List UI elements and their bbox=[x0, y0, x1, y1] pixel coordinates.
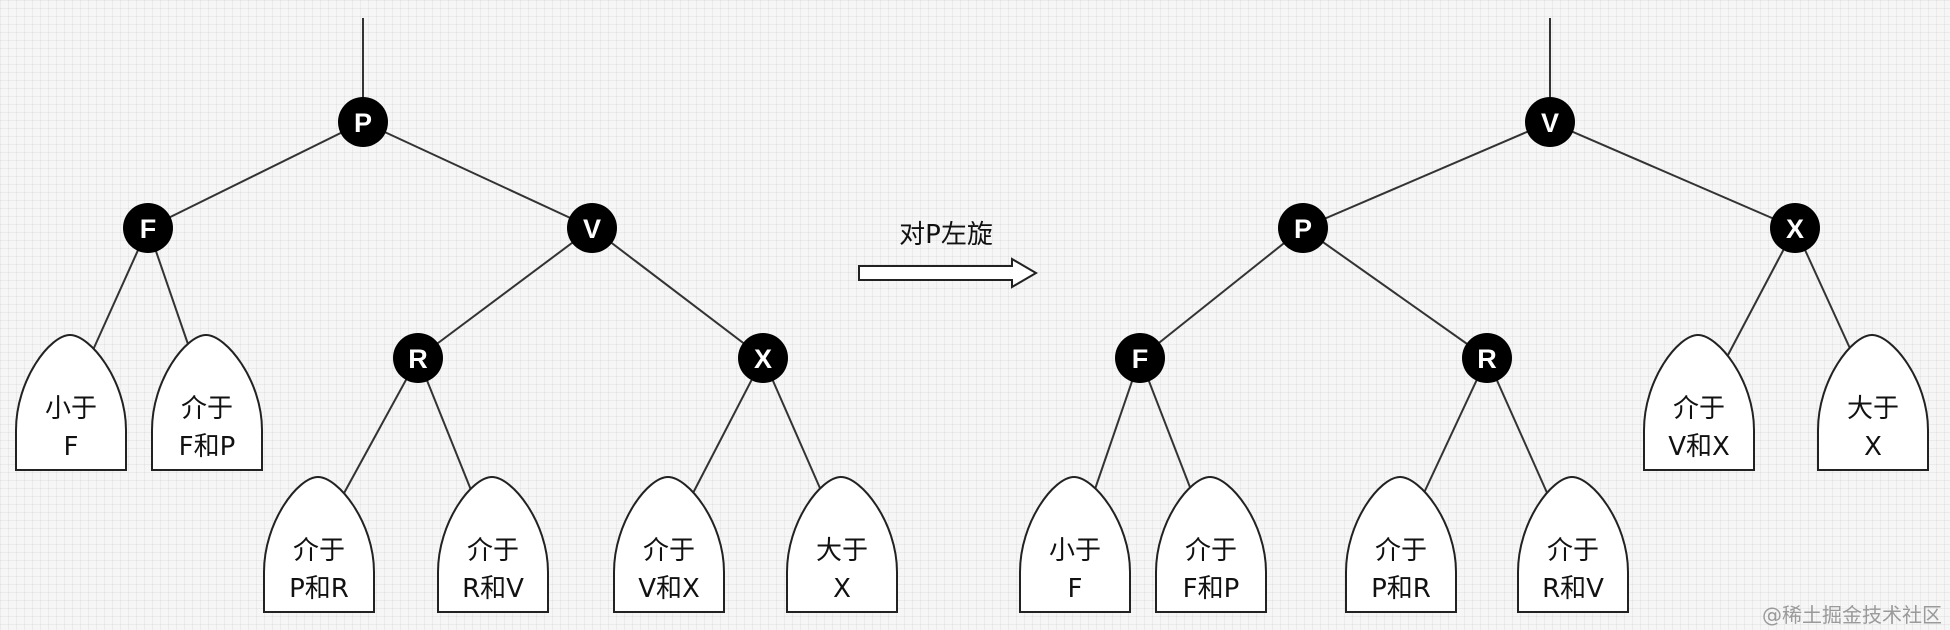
subtree-line2: F和P bbox=[179, 432, 236, 462]
subtree-line1: 介于 bbox=[293, 536, 345, 566]
subtree-line1: 介于 bbox=[1185, 536, 1237, 566]
subtree-p-r: 介于 P和R bbox=[263, 475, 375, 613]
rotation-caption: 对P左旋 bbox=[899, 220, 993, 250]
subtree-line2: X bbox=[1864, 432, 1882, 462]
edge-r-p-r bbox=[342, 357, 419, 496]
edge-r-p-r bbox=[1422, 357, 1488, 496]
node-label: V bbox=[583, 214, 601, 244]
tree-before: 小于 F 介于 F和P 介于 P和R 介于 R和V 介于 V和X 大于 X bbox=[15, 18, 898, 613]
watermark: @稀土掘金技术社区 bbox=[1762, 603, 1942, 627]
subtree-line2: R和V bbox=[1542, 574, 1604, 604]
edge-p-r bbox=[1302, 227, 1488, 359]
right-arrow-icon bbox=[858, 257, 1038, 289]
node-p: P bbox=[338, 97, 388, 147]
node-label: X bbox=[754, 344, 772, 374]
subtree-line1: 介于 bbox=[467, 536, 519, 566]
node-f: F bbox=[1115, 333, 1165, 383]
subtree-lt-f: 小于 F bbox=[15, 333, 127, 471]
node-label: R bbox=[1477, 344, 1497, 374]
subtree-line1: 大于 bbox=[1847, 394, 1899, 424]
subtree-r-v: 介于 R和V bbox=[437, 475, 549, 613]
node-x: X bbox=[1770, 203, 1820, 253]
node-x: X bbox=[738, 333, 788, 383]
node-v: V bbox=[1525, 97, 1575, 147]
node-r: R bbox=[1462, 333, 1512, 383]
subtree-line1: 介于 bbox=[1375, 536, 1427, 566]
subtree-line2: V和X bbox=[1668, 432, 1730, 462]
node-label: F bbox=[140, 214, 157, 244]
node-f: F bbox=[123, 203, 173, 253]
subtree-line2: F bbox=[1068, 574, 1083, 604]
subtree-line2: V和X bbox=[638, 574, 700, 604]
subtree-f-p: 介于 F和P bbox=[1155, 475, 1267, 613]
tree-after: 介于 V和X 大于 X 小于 F 介于 F和P 介于 P和R 介于 R和V bbox=[1019, 18, 1929, 613]
subtree-line1: 大于 bbox=[816, 536, 868, 566]
subtree-f-p: 介于 F和P bbox=[151, 333, 263, 471]
subtree-line1: 介于 bbox=[1547, 536, 1599, 566]
node-label: X bbox=[1786, 214, 1804, 244]
node-p: P bbox=[1278, 203, 1328, 253]
subtree-line1: 介于 bbox=[643, 536, 695, 566]
edge-v-x bbox=[1549, 121, 1796, 229]
node-r: R bbox=[393, 333, 443, 383]
subtree-v-x: 介于 V和X bbox=[1643, 333, 1755, 471]
subtree-lt-f: 小于 F bbox=[1019, 475, 1131, 613]
node-label: R bbox=[408, 344, 428, 374]
edge-x-v-x bbox=[691, 357, 764, 496]
subtree-line2: F bbox=[64, 432, 79, 462]
subtree-line1: 小于 bbox=[1049, 536, 1101, 566]
subtree-line1: 介于 bbox=[1673, 394, 1725, 424]
subtree-line2: P和R bbox=[1371, 574, 1431, 604]
node-v: V bbox=[567, 203, 617, 253]
subtree-line1: 介于 bbox=[181, 394, 233, 424]
subtree-line2: F和P bbox=[1183, 574, 1240, 604]
subtree-p-r: 介于 P和R bbox=[1345, 475, 1457, 613]
subtree-line2: P和R bbox=[289, 574, 349, 604]
subtree-line2: R和V bbox=[462, 574, 524, 604]
edge-p-f bbox=[147, 121, 364, 229]
node-label: V bbox=[1541, 108, 1559, 138]
node-label: P bbox=[354, 108, 372, 138]
edge-v-p bbox=[1302, 121, 1551, 229]
node-label: P bbox=[1294, 214, 1312, 244]
node-label: F bbox=[1132, 344, 1149, 374]
subtree-v-x: 介于 V和X bbox=[613, 475, 725, 613]
edge-p-v bbox=[362, 121, 593, 229]
edge-v-x bbox=[591, 227, 764, 359]
subtree-r-v: 介于 R和V bbox=[1517, 475, 1629, 613]
edge-p-f bbox=[1139, 227, 1304, 359]
rotation-arrow: 对P左旋 bbox=[858, 220, 1038, 289]
subtree-line2: X bbox=[833, 574, 851, 604]
subtree-gt-x: 大于 X bbox=[786, 475, 898, 613]
subtree-gt-x: 大于 X bbox=[1817, 333, 1929, 471]
edge-v-r bbox=[417, 227, 593, 359]
subtree-line1: 小于 bbox=[45, 394, 97, 424]
